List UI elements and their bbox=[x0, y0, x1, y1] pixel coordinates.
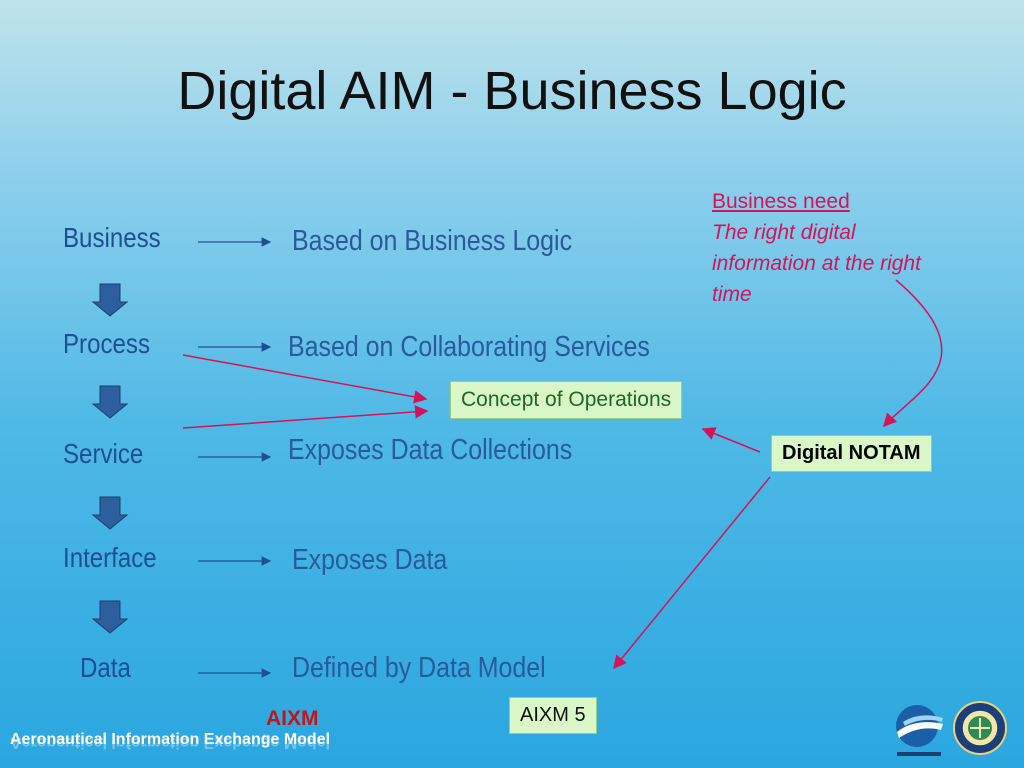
desc-service: Exposes Data Collections bbox=[288, 434, 573, 466]
process-to-concept-arrow bbox=[182, 354, 428, 404]
eurocontrol-logo bbox=[896, 705, 943, 756]
down-arrow-icon bbox=[91, 283, 129, 317]
desc-data: Defined by Data Model bbox=[292, 652, 546, 684]
down-arrow-icon bbox=[91, 496, 129, 530]
business-need-heading: Business need bbox=[712, 190, 850, 213]
aixm-full-name-reflection: Aeronautical Information Exchange Model bbox=[10, 734, 331, 751]
level-service: Service bbox=[63, 438, 144, 469]
business-need-note: Business need The right digital informat… bbox=[712, 186, 922, 310]
notam-to-concept-arrow bbox=[701, 427, 761, 453]
down-arrow-icon bbox=[91, 600, 129, 634]
level-business: Business bbox=[63, 222, 161, 253]
concept-of-operations-box: Concept of Operations bbox=[450, 381, 683, 419]
business-need-text: The right digital information at the rig… bbox=[712, 221, 921, 306]
digital-notam-box: Digital NOTAM bbox=[771, 435, 932, 472]
desc-process: Based on Collaborating Services bbox=[288, 331, 650, 363]
level-process: Process bbox=[63, 328, 150, 359]
faa-seal-logo bbox=[953, 701, 1007, 755]
aixm5-box: AIXM 5 bbox=[509, 697, 597, 734]
desc-business: Based on Business Logic bbox=[292, 225, 573, 257]
level-data: Data bbox=[80, 652, 131, 683]
slide-title: Digital AIM - Business Logic bbox=[177, 61, 847, 121]
down-arrow-icon bbox=[91, 385, 129, 419]
aixm-full-name: Aeronautical Information Exchange Model bbox=[10, 731, 331, 748]
service-to-concept-arrow bbox=[182, 405, 429, 429]
need-to-notam-arrow bbox=[882, 279, 943, 428]
aixm-logo-text: AIXM bbox=[266, 707, 319, 730]
desc-interface: Exposes Data bbox=[292, 544, 448, 576]
notam-to-data-arrow bbox=[613, 476, 771, 670]
level-interface: Interface bbox=[63, 542, 157, 573]
